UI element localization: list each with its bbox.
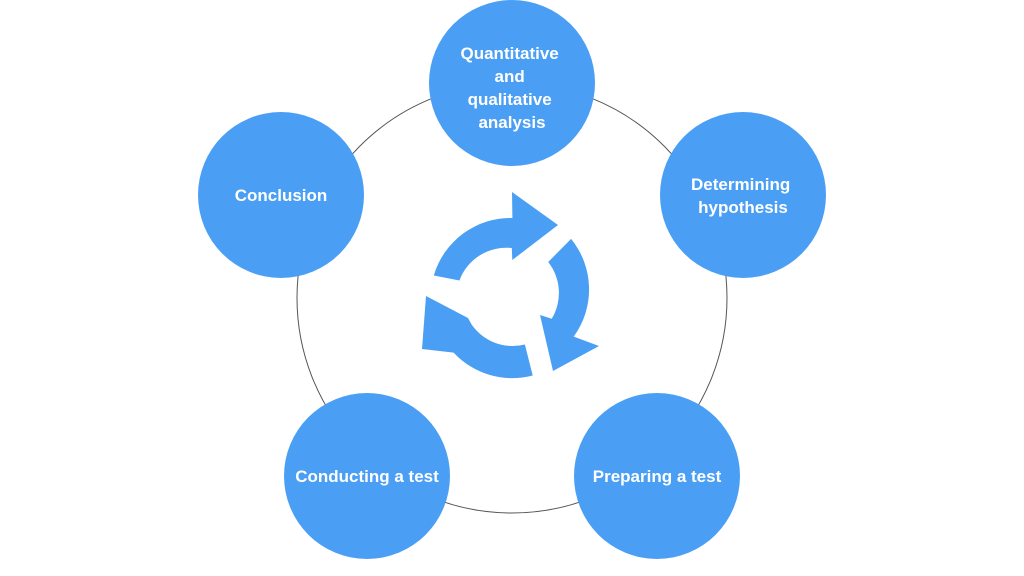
- node-circle: [198, 112, 364, 278]
- node-label-line: Conclusion: [235, 186, 328, 205]
- cycle-arrow-top: [433, 192, 558, 281]
- cycle-arrow-bottom: [422, 296, 533, 379]
- node-label-line: Quantitative: [461, 44, 559, 63]
- node-label: Conducting a test: [295, 467, 439, 486]
- node-quantitative-analysis: Quantitative and qualitative analysis: [429, 0, 595, 166]
- cycle-arrows-icon: [422, 192, 599, 379]
- node-circle: [574, 393, 740, 559]
- node-label: Conclusion: [235, 186, 328, 205]
- node-label-line: Conducting a test: [295, 467, 439, 486]
- node-label-line: analysis: [478, 113, 545, 132]
- node-preparing-test: Preparing a test: [574, 393, 740, 559]
- node-circle: [660, 112, 826, 278]
- node-conclusion: Conclusion: [198, 112, 364, 278]
- node-label-line: and: [495, 67, 525, 86]
- node-circle: [429, 0, 595, 166]
- node-label-line: hypothesis: [698, 198, 788, 217]
- node-conducting-test: Conducting a test: [284, 393, 450, 559]
- node-circle: [284, 393, 450, 559]
- node-determining-hypothesis: Determining hypothesis: [660, 112, 826, 278]
- node-label: Determining hypothesis: [691, 175, 795, 217]
- node-label-line: Preparing a test: [593, 467, 722, 486]
- node-label-line: qualitative: [468, 90, 552, 109]
- node-label-line: Determining: [691, 175, 790, 194]
- cycle-arrow-right: [540, 238, 599, 371]
- node-label: Preparing a test: [593, 467, 722, 486]
- node-label: Quantitative and qualitative analysis: [461, 44, 564, 132]
